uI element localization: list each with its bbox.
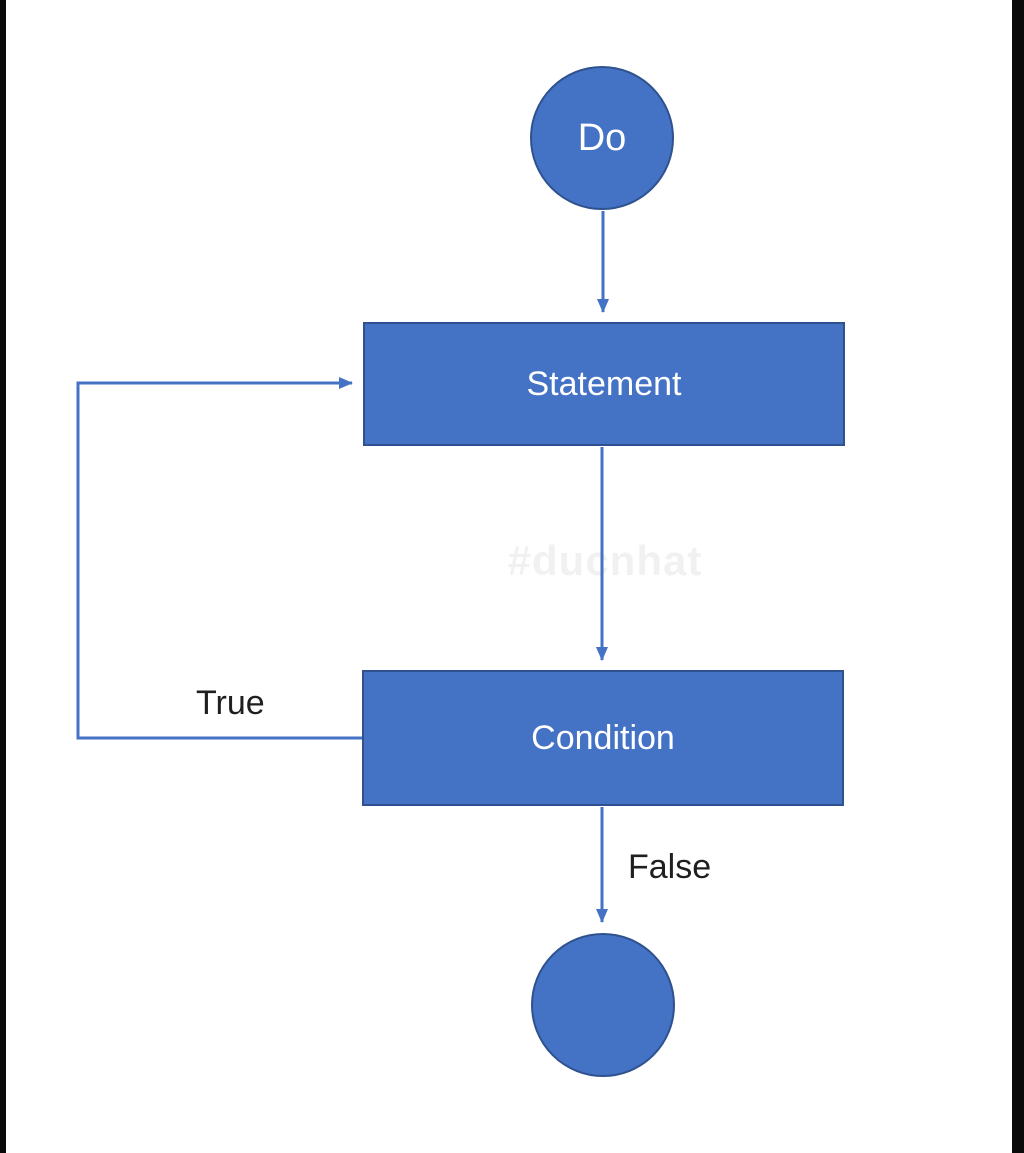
node-statement-label: Statement: [526, 364, 682, 403]
edge-label-false: False: [628, 848, 712, 886]
left-border-strip: [0, 0, 6, 1153]
node-start-label: Do: [577, 116, 627, 159]
edge-label-true: True: [196, 684, 265, 722]
node-start-do: Do: [530, 66, 674, 210]
connector-condition-true-loop: [76, 377, 362, 740]
node-condition-label: Condition: [531, 718, 675, 757]
node-condition: Condition: [362, 670, 844, 806]
node-end-terminal: [531, 933, 675, 1077]
right-border-strip: [1012, 0, 1024, 1153]
node-statement: Statement: [363, 322, 845, 446]
watermark-text: #ducnhat: [507, 537, 703, 584]
